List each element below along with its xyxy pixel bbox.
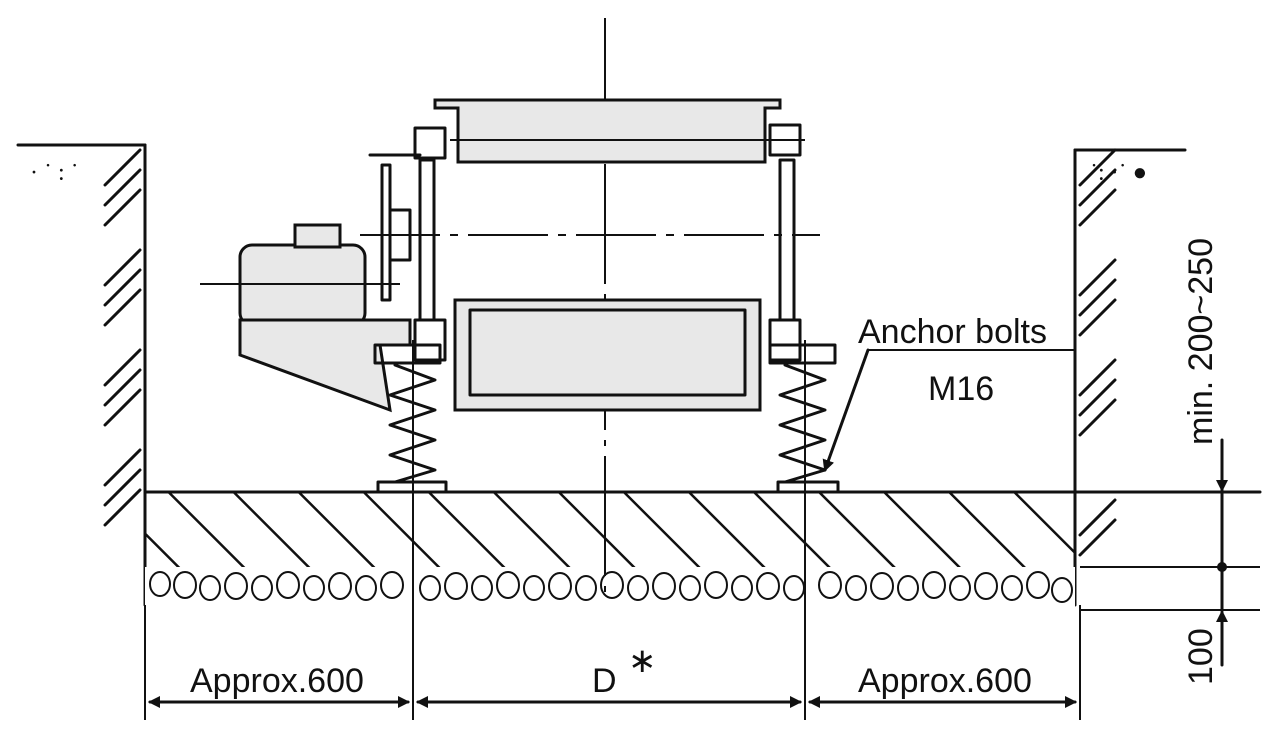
ground-surface-left: · ˙ : ˙ xyxy=(16,143,147,186)
pit-wall-right xyxy=(1073,148,1117,607)
anchor-bolt-leader xyxy=(822,348,1075,472)
vertical-dimension xyxy=(1080,438,1260,667)
depth-label: min. 200~250 xyxy=(1182,238,1220,445)
span-note-mark: ∗ xyxy=(628,642,657,680)
vibrating-machine xyxy=(200,98,837,413)
bolt-size-label: M16 xyxy=(928,370,994,408)
concrete-foundation xyxy=(143,490,1262,567)
gravel-bed xyxy=(145,567,1075,607)
anchor-bolts-label: Anchor bolts xyxy=(858,313,1047,351)
spring-right xyxy=(776,363,840,494)
svg-text:· ˙ : ˙: · ˙ : ˙ xyxy=(30,160,79,186)
pit-wall-left xyxy=(103,143,147,607)
horizontal-dimensions xyxy=(144,340,1081,720)
base-thickness-label: 100 xyxy=(1182,628,1220,685)
right-clearance-label: Approx.600 xyxy=(858,662,1032,700)
span-label: D xyxy=(592,662,617,700)
svg-text:˙: ·˙ ●: ˙: ·˙ ● xyxy=(1090,160,1147,186)
left-clearance-label: Approx.600 xyxy=(190,662,364,700)
ground-surface-right: ˙: ·˙ ● xyxy=(1073,148,1187,186)
